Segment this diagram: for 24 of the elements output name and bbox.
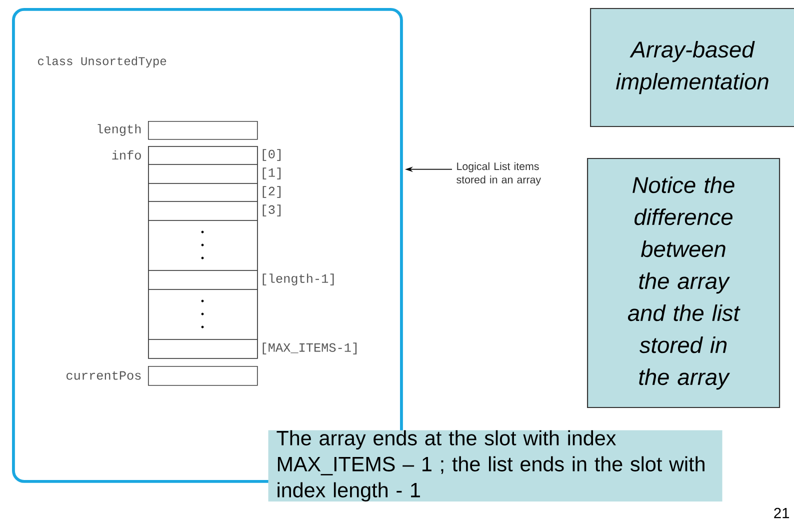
- note-text: Logical List items stored in an array: [456, 162, 541, 186]
- index-label: [MAX_ITEMS-1]: [262, 342, 357, 354]
- callout-box: Array-based implementation: [590, 8, 794, 128]
- note-box: The array ends at the slot with index MAX_ITEMS – 1 ; the list ends in the slot with index length - 1: [268, 430, 722, 502]
- index-label: [0]: [262, 149, 281, 161]
- field-box: [148, 366, 258, 386]
- field-label: info: [112, 150, 141, 160]
- field-label: currentPos: [66, 371, 141, 380]
- index-label: [1]: [262, 168, 281, 180]
- ellipsis-cell: [148, 289, 258, 340]
- field-box: [148, 121, 258, 140]
- field-box: [148, 339, 258, 359]
- field-box: [148, 201, 258, 221]
- callout-box: Notice the difference between the array and the list stored in the array: [587, 158, 780, 408]
- field-box: [148, 164, 258, 184]
- index-label: [3]: [262, 204, 281, 216]
- field-box: [148, 146, 258, 165]
- index-label: [2]: [262, 186, 281, 198]
- field-label: length: [98, 124, 141, 136]
- index-label: [length-1]: [262, 274, 334, 286]
- field-box: [148, 270, 258, 290]
- field-box: [148, 182, 258, 202]
- page-number: 21: [774, 508, 790, 518]
- ellipsis-cell: [148, 220, 258, 271]
